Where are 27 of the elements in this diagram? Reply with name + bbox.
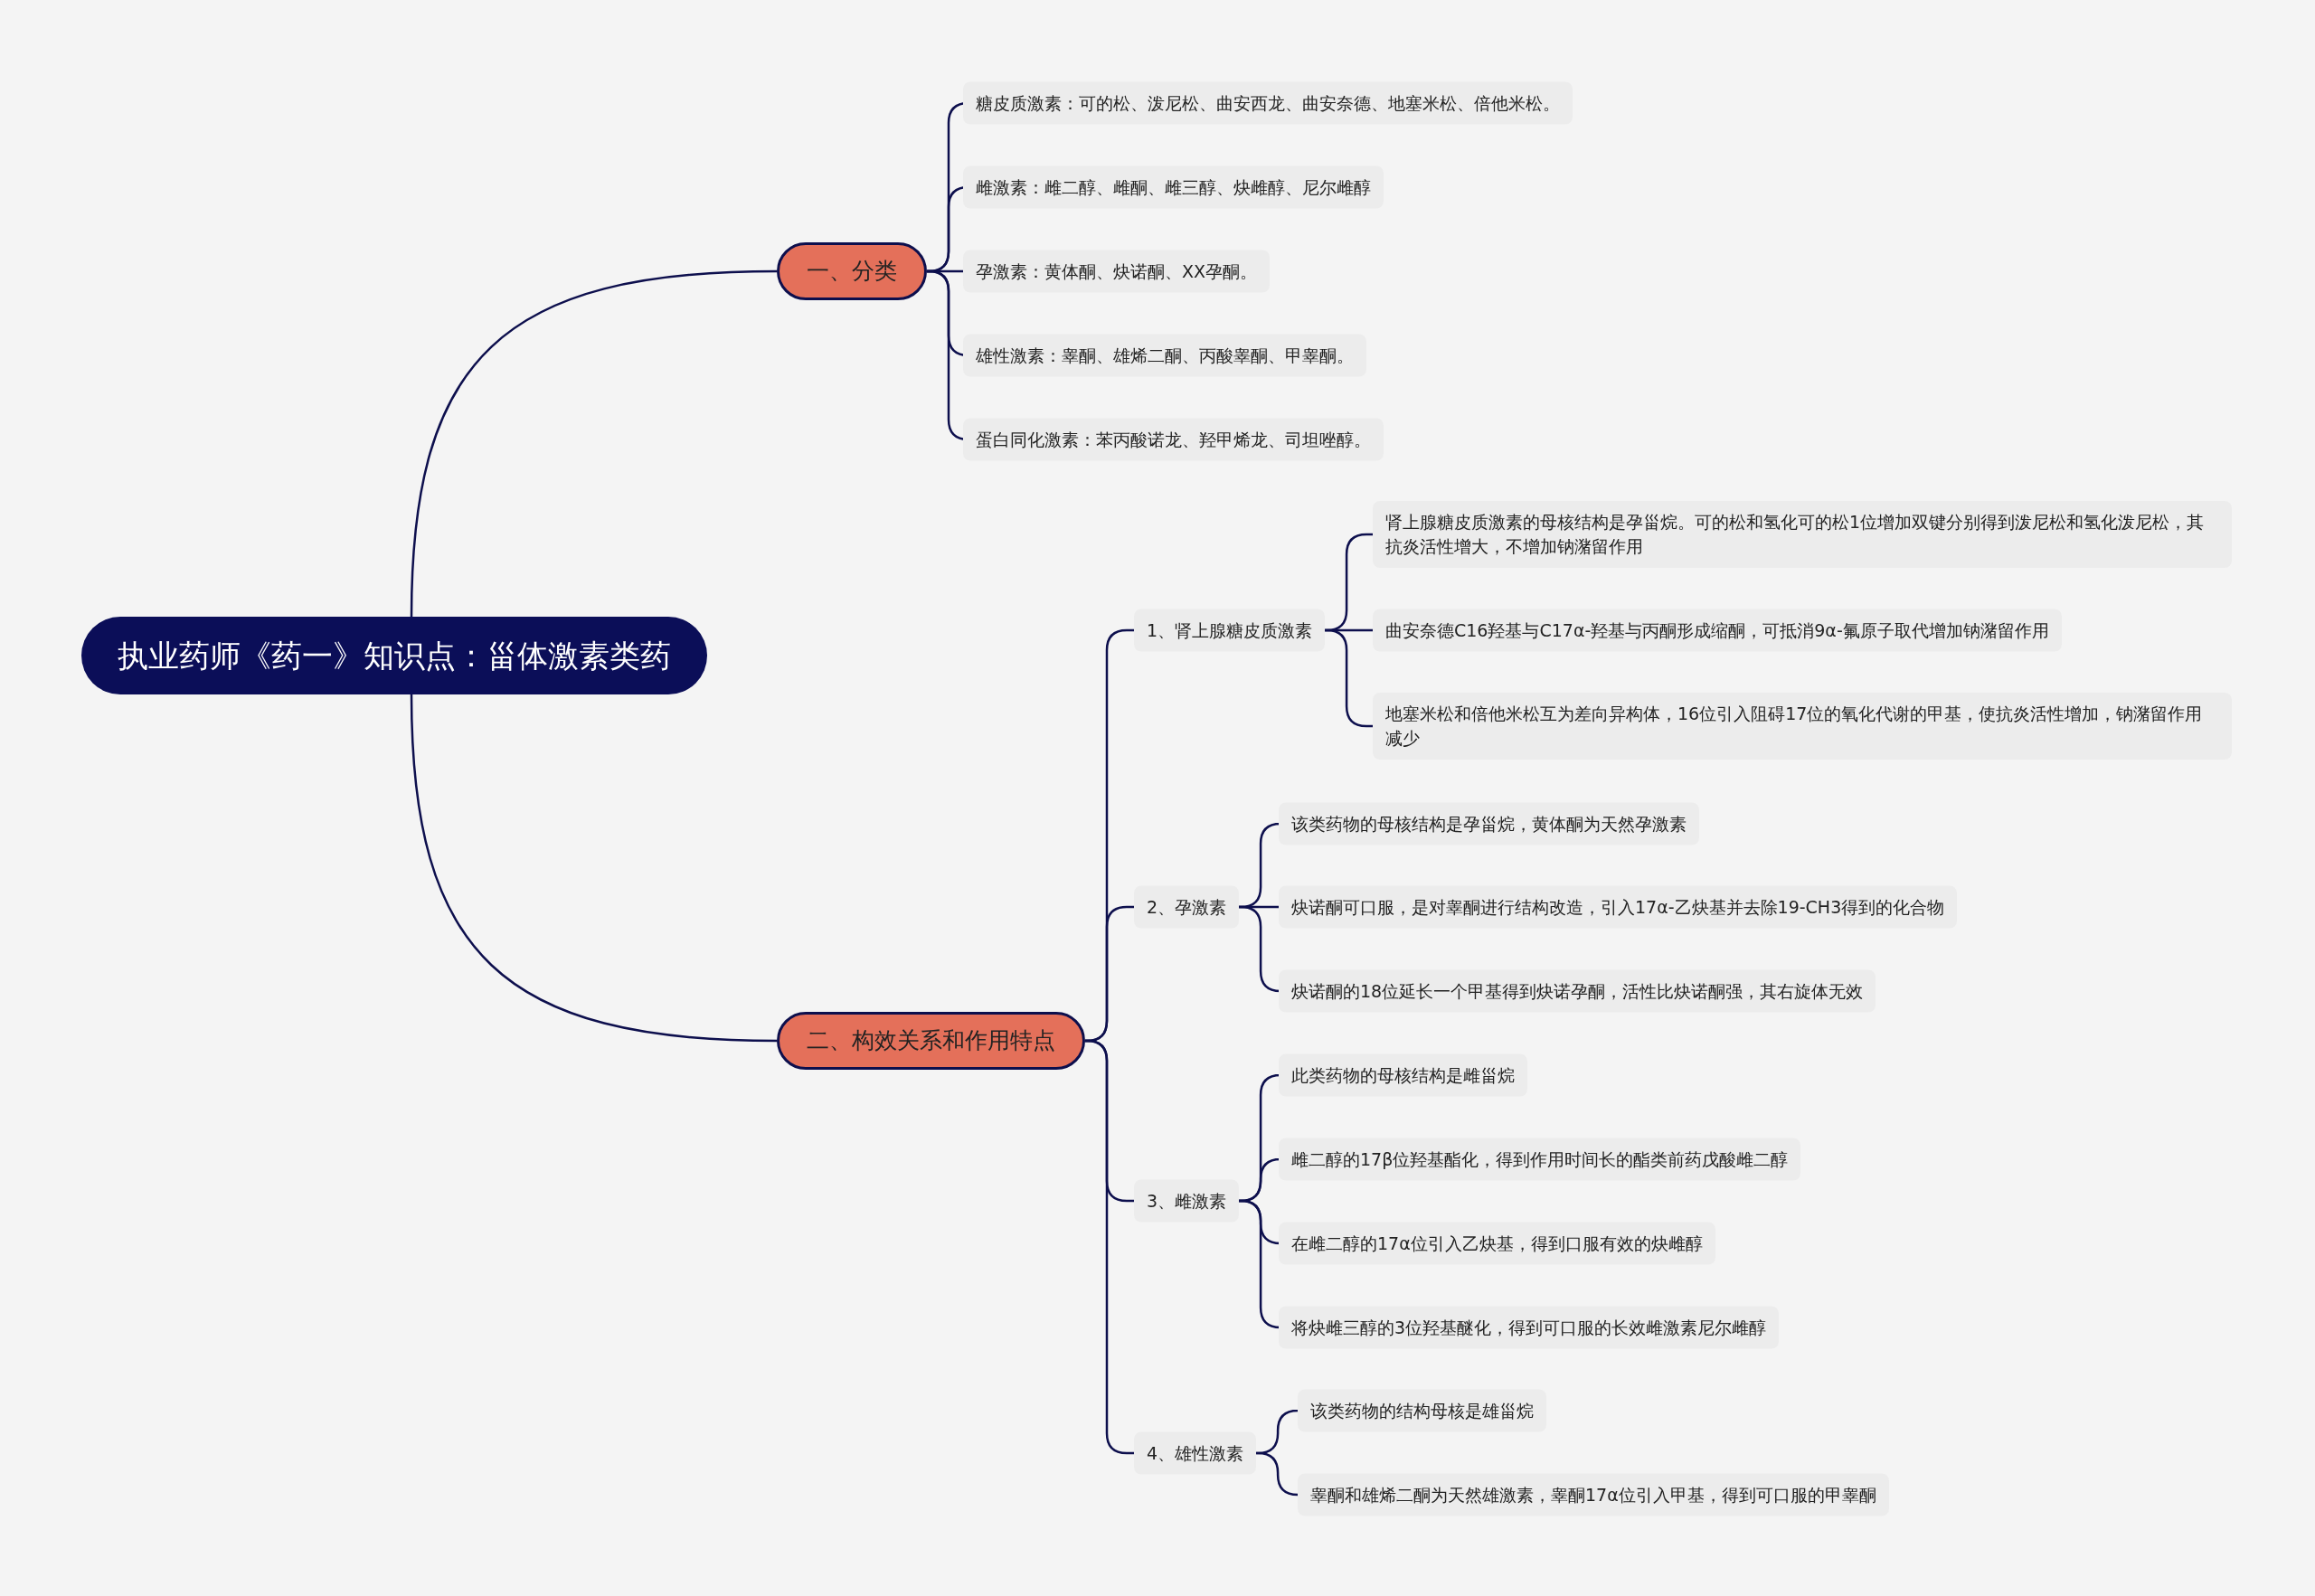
main-branch-topic: 一、分类 [777, 242, 927, 300]
note-topic: 炔诺酮的18位延长一个甲基得到炔诺孕酮，活性比炔诺酮强，其右旋体无效 [1279, 969, 1876, 1013]
note-topic: 睾酮和雄烯二酮为天然雄激素，睾酮17α位引入甲基，得到可口服的甲睾酮 [1298, 1473, 1889, 1516]
subtopic: 2、孕激素 [1134, 885, 1240, 929]
note-topic: 雄性激素：睾酮、雄烯二酮、丙酸睾酮、甲睾酮。 [963, 334, 1366, 377]
note-topic: 雌激素：雌二醇、雌酮、雌三醇、炔雌醇、尼尔雌醇 [963, 165, 1384, 209]
note-topic: 该类药物的母核结构是孕甾烷，黄体酮为天然孕激素 [1279, 802, 1699, 845]
note-topic: 蛋白同化激素：苯丙酸诺龙、羟甲烯龙、司坦唑醇。 [963, 418, 1384, 461]
note-topic: 雌二醇的17β位羟基酯化，得到作用时间长的酯类前药戊酸雌二醇 [1279, 1138, 1801, 1181]
subtopic: 1、肾上腺糖皮质激素 [1134, 609, 1326, 652]
connector-line [410, 269, 778, 618]
subtopic: 3、雌激素 [1134, 1179, 1240, 1223]
note-topic: 该类药物的结构母核是雄甾烷 [1298, 1389, 1546, 1432]
note-topic: 炔诺酮可口服，是对睾酮进行结构改造，引入17α-乙炔基并去除19-CH3得到的化合物 [1279, 885, 1958, 929]
central-topic: 执业药师《药一》知识点：甾体激素类药 [81, 617, 707, 694]
connector-line [410, 694, 778, 1043]
note-topic: 糖皮质激素：可的松、泼尼松、曲安西龙、曲安奈德、地塞米松、倍他米松。 [963, 81, 1573, 125]
note-topic: 在雌二醇的17α位引入乙炔基，得到口服有效的炔雌醇 [1279, 1222, 1715, 1265]
connector-line [1256, 1451, 1299, 1497]
note-topic: 肾上腺糖皮质激素的母核结构是孕甾烷。可的松和氢化可的松1位增加双键分别得到泼尼松和氢化泼尼松，其抗炎活性增大，不增加钠潴留作用 [1373, 501, 2232, 568]
note-topic: 将炔雌三醇的3位羟基醚化，得到可口服的长效雌激素尼尔雌醇 [1279, 1306, 1780, 1349]
note-topic: 地塞米松和倍他米松互为差向异构体，16位引入阻碍17位的氧化代谢的甲基，使抗炎活性增加，钠潴留作用减少 [1373, 693, 2232, 760]
note-topic: 孕激素：黄体酮、炔诺酮、XX孕酮。 [963, 250, 1271, 293]
main-branch-topic: 二、构效关系和作用特点 [777, 1012, 1085, 1070]
note-topic: 曲安奈德C16羟基与C17α-羟基与丙酮形成缩酮，可抵消9α-氟原子取代增加钠潴留作用 [1373, 609, 2062, 652]
note-topic: 此类药物的母核结构是雌甾烷 [1279, 1053, 1527, 1097]
subtopic: 4、雄性激素 [1134, 1431, 1257, 1475]
